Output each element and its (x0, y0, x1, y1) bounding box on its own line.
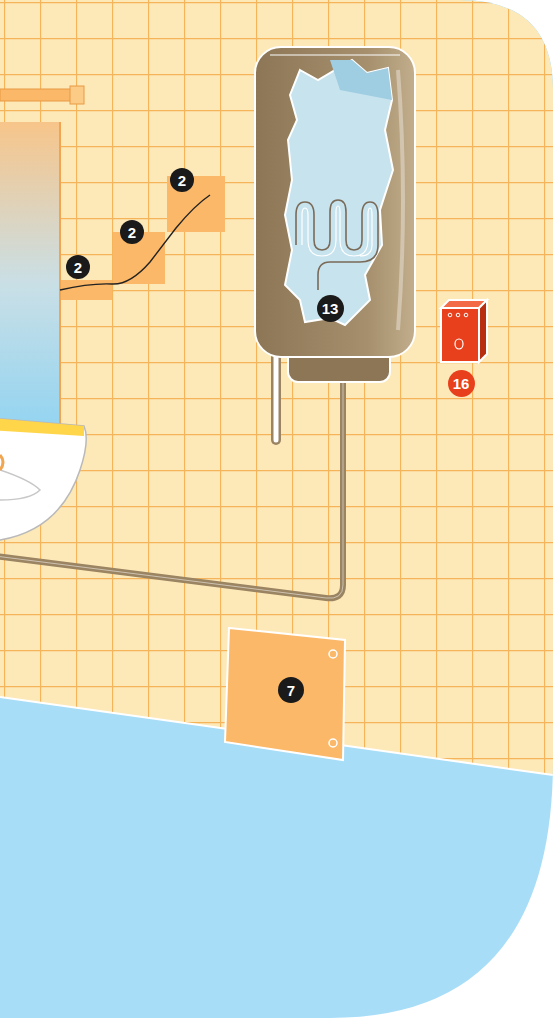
water-pipe (0, 362, 343, 598)
access-panel (225, 628, 345, 760)
heating-element (296, 200, 378, 290)
callout-number: 2 (120, 220, 144, 244)
washbasin (0, 418, 86, 540)
callout-number: 2 (170, 168, 194, 192)
tiled-wall (0, 0, 553, 800)
callout-number: 16 (448, 370, 475, 397)
switch-box (441, 308, 479, 362)
callout-number: 2 (66, 255, 90, 279)
callout-number: 7 (278, 677, 304, 703)
tank-cutaway (285, 60, 393, 325)
thermostat-rod (271, 350, 281, 440)
mirror-lamp (0, 89, 72, 101)
water-heater (255, 47, 415, 357)
electric-wire (60, 195, 210, 290)
callout-number: 13 (317, 295, 344, 322)
